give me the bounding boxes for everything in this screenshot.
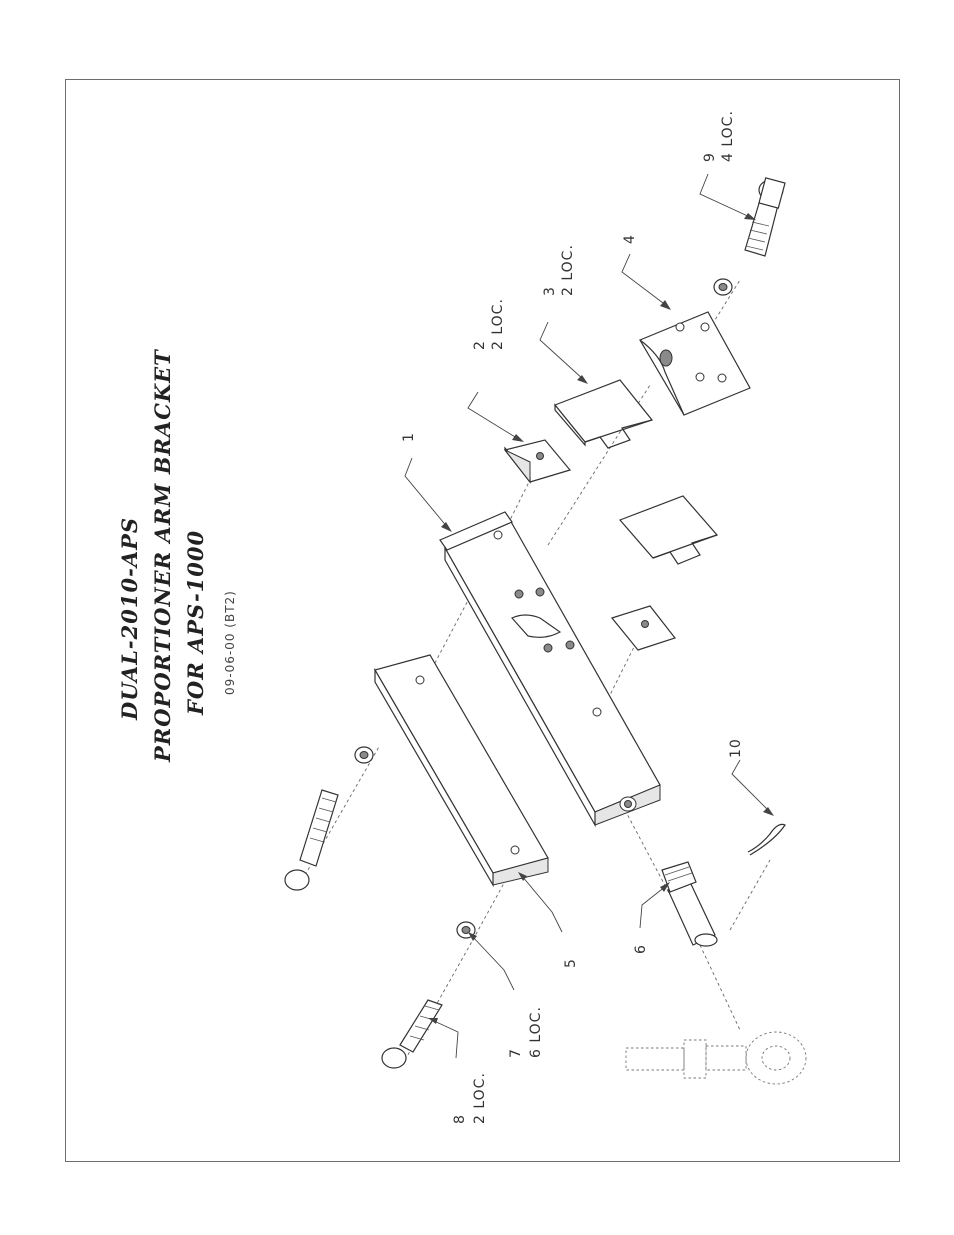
drawing-date: 09-06-00 (BT2)	[223, 590, 237, 695]
part-8-bolt-upper	[284, 746, 374, 891]
callout-3-num: 3	[542, 286, 558, 296]
title-line-3: FOR APS-1000	[183, 530, 208, 716]
part-8-bolt-lower	[381, 999, 443, 1069]
drawing-border	[65, 79, 900, 1162]
callout-10-num: 10	[728, 738, 744, 758]
callout-1-num: 1	[401, 432, 417, 442]
part-4-end-block	[639, 311, 751, 416]
callout-2-qty: 2 LOC.	[490, 298, 506, 350]
callout-2-num: 2	[472, 340, 488, 350]
callout-4-num: 4	[622, 234, 638, 244]
part-10-cotter-pin	[747, 823, 786, 856]
callout-7-qty: 6 LOC.	[528, 1006, 544, 1058]
callout-6-num: 6	[633, 944, 649, 954]
callout-8-qty: 2 LOC.	[472, 1072, 488, 1124]
title-line-2: PROPORTIONER ARM BRACKET	[150, 349, 175, 763]
title-block: DUAL-2010-APS PROPORTIONER ARM BRACKET F…	[117, 349, 237, 763]
part-3-channel-upper	[554, 379, 654, 449]
callout-7-num: 7	[508, 1048, 524, 1058]
callout-9-num: 9	[702, 152, 718, 162]
callout-8-num: 8	[452, 1114, 468, 1124]
part-3-channel-lower	[618, 495, 719, 565]
part-2-block-upper	[503, 439, 572, 484]
part-6-stud	[661, 861, 718, 947]
title-line-1: DUAL-2010-APS	[117, 517, 142, 721]
part-5-lower-bar	[374, 654, 549, 888]
callout-5-num: 5	[563, 958, 579, 968]
part-1-main-bar	[439, 511, 661, 828]
callout-labels: 1 2 2 LOC. 3 2 LOC. 4 9 4 LOC. 10 5 6 7 …	[401, 110, 744, 1124]
part-2-block-lower	[610, 605, 677, 651]
rod-end-phantom	[625, 1031, 807, 1085]
leader-lines	[404, 173, 774, 1059]
callout-9-qty: 4 LOC.	[720, 110, 736, 162]
callout-3-qty: 2 LOC.	[560, 244, 576, 296]
part-9-bolt	[713, 177, 786, 296]
